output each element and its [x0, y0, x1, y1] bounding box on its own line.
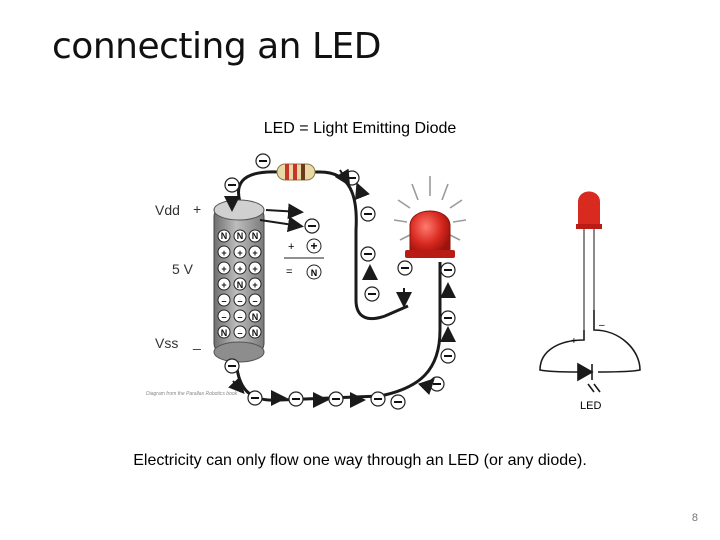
svg-text:N: N	[221, 231, 228, 241]
led-photo	[576, 191, 602, 330]
svg-text:–: –	[237, 328, 242, 338]
svg-text:+: +	[310, 239, 317, 253]
schematic-led-label: LED	[580, 400, 601, 412]
svg-text:–: –	[221, 312, 226, 322]
vdd-sign: +	[193, 201, 201, 217]
svg-text:N: N	[252, 312, 259, 322]
legend-equals: =	[286, 266, 292, 278]
vss-sign: _	[192, 334, 201, 350]
svg-text:+: +	[252, 264, 257, 274]
led-component	[405, 210, 455, 258]
resistor	[276, 163, 316, 181]
vss-label: Vss	[155, 335, 178, 351]
svg-text:+: +	[221, 248, 226, 258]
svg-text:+: +	[237, 248, 242, 258]
svg-text:N: N	[221, 328, 228, 338]
svg-text:+: +	[237, 264, 242, 274]
slide-title: connecting an LED	[52, 26, 381, 67]
svg-text:–: –	[221, 296, 226, 306]
schematic-minus: –	[599, 320, 605, 331]
svg-text:N: N	[252, 328, 259, 338]
legend-plus: +	[288, 241, 294, 253]
voltage-label: 5 V	[172, 261, 194, 277]
diagram-caption: Electricity can only flow one way throug…	[133, 452, 587, 469]
diagram-subtitle: LED = Light Emitting Diode	[263, 120, 457, 137]
diagram-credit: Diagram from the Parallax Robotics book	[146, 391, 238, 397]
led-glow-rays	[393, 176, 467, 241]
svg-text:+: +	[252, 248, 257, 258]
circuit-wire-return	[234, 262, 442, 402]
page-number: 8	[691, 512, 698, 524]
svg-text:N: N	[311, 268, 318, 278]
svg-text:–: –	[237, 312, 242, 322]
led-schematic	[539, 310, 641, 393]
svg-text:–: –	[237, 296, 242, 306]
svg-text:N: N	[252, 231, 259, 241]
vdd-label: Vdd	[155, 202, 180, 218]
svg-text:N: N	[237, 231, 244, 241]
svg-text:+: +	[252, 280, 257, 290]
svg-text:–: –	[252, 296, 257, 306]
flow-arrows	[224, 168, 456, 408]
svg-text:+: +	[221, 264, 226, 274]
svg-text:+: +	[221, 280, 226, 290]
electron-minus-signs	[228, 160, 452, 403]
svg-text:N: N	[237, 280, 244, 290]
schematic-plus: +	[571, 336, 577, 347]
charge-legend: + N	[284, 238, 324, 280]
